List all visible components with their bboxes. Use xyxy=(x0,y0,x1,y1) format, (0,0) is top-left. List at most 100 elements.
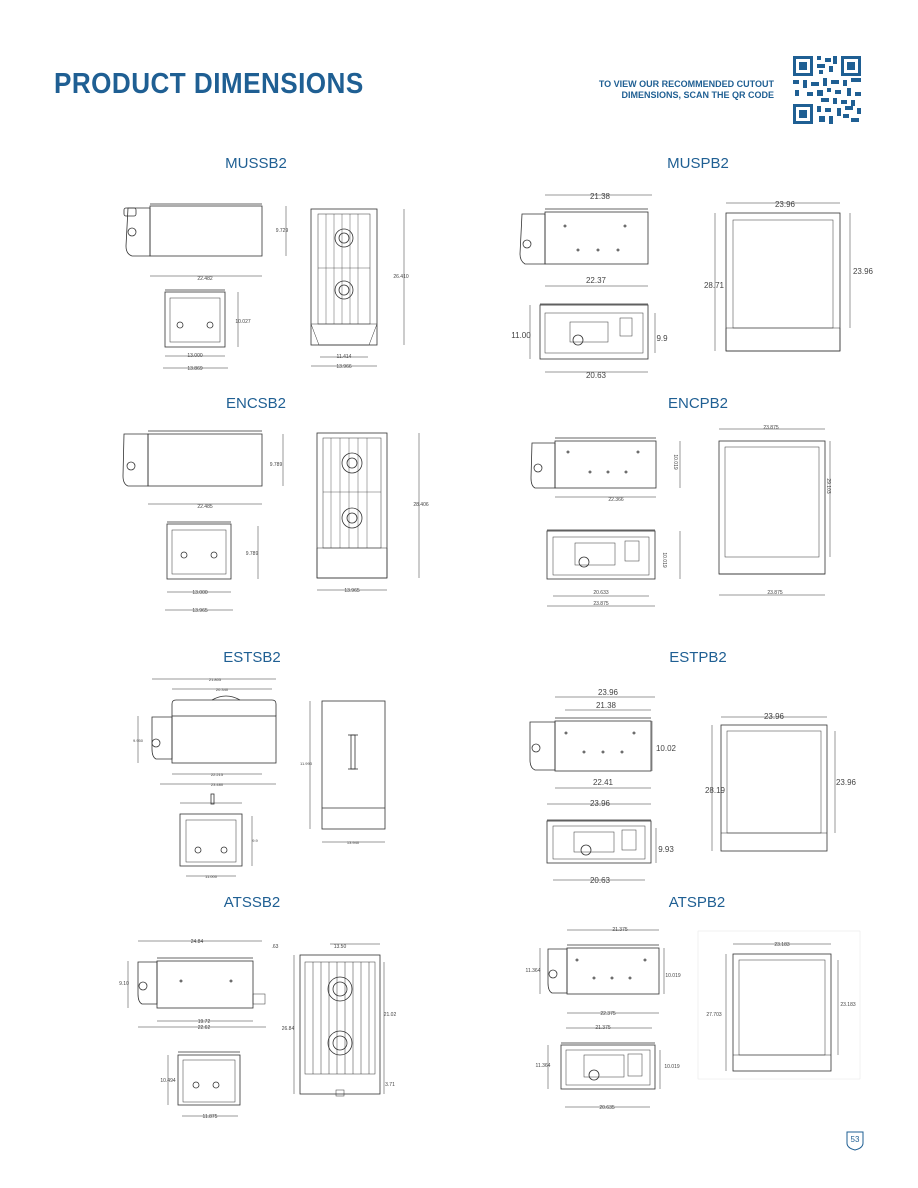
dim-encsb2-front-h: 9.789 xyxy=(246,551,259,557)
dim-estpb2-front-w: 20.63 xyxy=(590,876,611,885)
mussb2-top-view xyxy=(310,208,405,367)
dim-estpb2-side-h: 10.02 xyxy=(656,744,677,753)
dim-muspb2-front-w: 20.63 xyxy=(586,371,607,380)
page-number: 53 xyxy=(850,1135,860,1144)
qr-instructions-line2: DIMENSIONS, SCAN THE QR CODE xyxy=(621,90,774,100)
dim-encpb2-front-h: 10.019 xyxy=(661,552,667,568)
atssb2-front-view xyxy=(167,1051,241,1117)
dim-mussb2-top-w2: 13.966 xyxy=(336,364,352,370)
dim-atspb2-front-w: 20.635 xyxy=(599,1105,615,1111)
dim-atspb2-front-top: 21.375 xyxy=(595,1025,611,1031)
dim-estpb2-side-top1: 23.96 xyxy=(598,688,619,697)
dim-atssb2-side-knob: .63 xyxy=(272,944,279,950)
atspb2-front-view xyxy=(547,1027,661,1108)
page-number-badge: 53 xyxy=(846,1131,864,1151)
dim-atspb2-top-h1: 27.703 xyxy=(706,1012,722,1018)
dim-muspb2-front-h1: 11.00 xyxy=(511,331,531,340)
dim-atssb2-top-h1: 26.84 xyxy=(282,1026,295,1032)
mussb2-side-view xyxy=(123,203,287,277)
encpb2-side-view xyxy=(530,437,681,498)
dim-atspb2-side-top: 21.375 xyxy=(612,927,628,933)
mussb2-front-view xyxy=(163,289,239,369)
dim-atssb2-side-b2: 22.62 xyxy=(198,1025,211,1031)
dim-encpb2-top-bottom: 23.875 xyxy=(767,590,783,596)
dim-atssb2-top-w: 13.50 xyxy=(334,944,347,950)
qr-instructions-line1: TO VIEW OUR RECOMMENDED CUTOUT xyxy=(598,79,774,89)
dim-atssb2-front-w: 11.875 xyxy=(203,1114,218,1120)
encsb2-front-view xyxy=(165,521,259,611)
encsb2-top-view xyxy=(316,432,420,591)
encpb2-front-view xyxy=(546,529,681,607)
dim-mussb2-front-w2: 13.869 xyxy=(187,366,203,372)
dim-estsb2-side-h: 9.950 xyxy=(133,738,144,743)
product-label-muspb2: MUSPB2 xyxy=(667,155,729,172)
dim-encpb2-side-w: 22.366 xyxy=(608,497,624,503)
dim-estsb2-front-h: 9.9 xyxy=(252,838,258,843)
product-label-estpb2: ESTPB2 xyxy=(669,649,727,666)
dim-muspb2-front-h2: 9.9 xyxy=(656,334,668,343)
dim-estpb2-top-h2: 23.96 xyxy=(836,778,857,787)
dim-estsb2-front-w: 11.000 xyxy=(205,874,218,879)
encsb2-side-view xyxy=(122,430,284,505)
dim-atspb2-side-h2: 10.019 xyxy=(665,973,681,979)
dim-encpb2-top-h: 29.103 xyxy=(825,478,831,494)
dim-encpb2-front-w2: 23.875 xyxy=(593,601,609,607)
product-label-atssb2: ATSSB2 xyxy=(223,894,281,911)
dim-estpb2-side-bottom: 22.41 xyxy=(593,778,614,787)
dim-encsb2-front-w1: 13.000 xyxy=(192,590,208,596)
dim-estsb2-side-b1: 22.215 xyxy=(211,772,224,777)
atspb2-side-view xyxy=(539,929,665,1014)
estpb2-top-view xyxy=(711,716,836,852)
encpb2-top-view xyxy=(718,428,831,596)
dim-estsb2-top-h: 11.993 xyxy=(300,761,313,766)
dim-mussb2-front-h: 10.027 xyxy=(235,319,251,325)
dim-atssb2-top-h2: 21.02 xyxy=(384,1012,397,1018)
dim-mussb2-top-w1: 11.414 xyxy=(337,354,352,360)
dim-mussb2-top-h: 26.410 xyxy=(393,274,409,280)
dim-encsb2-top-h: 28.406 xyxy=(413,502,429,508)
dim-encsb2-top-w: 13.965 xyxy=(344,588,360,594)
dim-mussb2-front-w1: 13.000 xyxy=(187,353,203,359)
estpb2-front-view xyxy=(546,803,657,881)
dim-encsb2-side-w: 22.485 xyxy=(197,504,213,510)
dim-atssb2-front-h: 10.494 xyxy=(160,1078,176,1084)
dim-estsb2-side-top1: 21.805 xyxy=(209,677,222,682)
dim-atspb2-front-h2: 10.019 xyxy=(664,1064,680,1070)
estpb2-side-view xyxy=(529,696,655,789)
dim-estpb2-front-top: 23.96 xyxy=(590,799,611,808)
shield-icon xyxy=(846,1131,864,1151)
qr-instructions: TO VIEW OUR RECOMMENDED CUTOUT DIMENSION… xyxy=(560,79,774,101)
dim-muspb2-top-h1: 28.71 xyxy=(704,281,725,290)
dim-atspb2-top-h2: 23.183 xyxy=(840,1002,856,1008)
dim-atspb2-top-w: 23.183 xyxy=(774,942,790,948)
product-label-mussb2: MUSSB2 xyxy=(225,155,287,172)
dim-estpb2-side-top2: 21.38 xyxy=(596,701,617,710)
dim-estpb2-top-h1: 28.19 xyxy=(705,786,726,795)
dim-muspb2-top-h2: 23.96 xyxy=(853,267,874,276)
dim-muspb2-side-bottom: 22.37 xyxy=(586,276,607,285)
dim-atssb2-side-b1: 19.72 xyxy=(198,1019,211,1025)
dim-mussb2-side-h: 9.729 xyxy=(276,228,289,234)
product-label-estsb2: ESTSB2 xyxy=(223,649,281,666)
page-title: PRODUCT DIMENSIONS xyxy=(54,68,364,100)
dim-estsb2-side-b2: 23.480 xyxy=(211,782,224,787)
muspb2-side-view xyxy=(519,194,652,287)
atspb2-top-view xyxy=(697,930,861,1080)
muspb2-front-view xyxy=(529,303,656,373)
dim-atssb2-side-h: 9.10 xyxy=(119,981,129,987)
qr-code[interactable] xyxy=(793,56,861,124)
dim-estpb2-top-w: 23.96 xyxy=(764,712,785,721)
dim-encpb2-front-w1: 20.633 xyxy=(593,590,609,596)
estsb2-front-view xyxy=(179,793,253,877)
dim-encsb2-side-h: 9.789 xyxy=(270,462,283,468)
product-label-encpb2: ENCPB2 xyxy=(667,395,729,412)
muspb2-top-view xyxy=(714,202,851,352)
dim-atspb2-front-h1: 11.364 xyxy=(536,1063,551,1069)
dim-mussb2-side-w: 22.482 xyxy=(197,276,213,282)
estsb2-side-view xyxy=(137,678,277,785)
dim-atspb2-side-h1: 11.364 xyxy=(526,968,541,974)
dim-atssb2-top-h3: 3.71 xyxy=(385,1082,395,1088)
dim-estsb2-side-top2: 20.340 xyxy=(216,687,229,692)
estsb2-top-view xyxy=(309,700,386,843)
